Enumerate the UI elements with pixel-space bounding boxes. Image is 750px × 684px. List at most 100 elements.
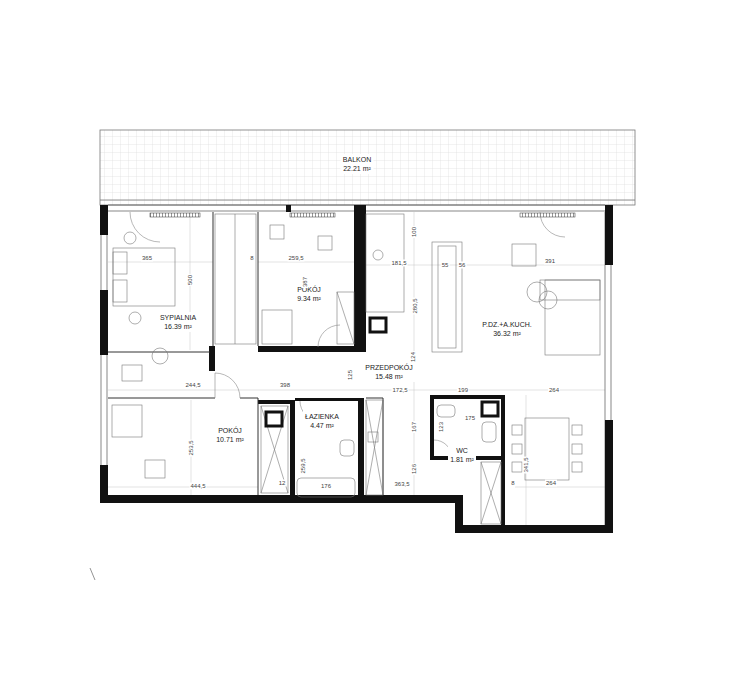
room-name: BALKON	[343, 155, 372, 164]
room-area: 10.71 m²	[216, 435, 244, 444]
dimension-label: 55	[441, 262, 450, 269]
thin-partitions	[258, 212, 259, 346]
furniture	[482, 422, 496, 442]
windows	[101, 205, 611, 530]
room-name: P.DZ.+A.KUCH.	[482, 320, 532, 329]
dimension-label: 8	[249, 255, 254, 262]
room-area: 16.39 m²	[160, 322, 197, 331]
dimension-label: 341,5	[523, 456, 530, 473]
room-label: SYPIALNIA16.39 m²	[158, 312, 199, 332]
radiators	[150, 213, 200, 217]
dimension-label: 175	[464, 415, 476, 422]
north-mark	[90, 568, 95, 580]
windows	[107, 212, 108, 500]
dimension-label: 259,5	[300, 457, 307, 474]
doors	[540, 212, 565, 237]
dimension-label: 363,5	[393, 481, 410, 488]
furniture	[512, 462, 522, 472]
closets	[261, 406, 288, 493]
walls	[209, 346, 215, 371]
shafts	[266, 318, 498, 426]
furniture	[572, 444, 582, 454]
room-label: BALKON22.21 m²	[341, 154, 374, 174]
walls	[383, 495, 455, 503]
furniture	[545, 280, 600, 355]
furniture	[512, 244, 536, 266]
thin-partitions	[213, 212, 214, 346]
dimension-label: 126	[411, 463, 418, 475]
thin-partitions	[108, 212, 383, 495]
room-name: PRZEDPOKÓJ	[365, 363, 413, 372]
walls	[295, 398, 360, 401]
dimension-label: 125	[347, 369, 354, 381]
furniture	[145, 460, 165, 478]
furniture	[113, 252, 127, 274]
furniture	[525, 418, 569, 480]
walls	[354, 205, 366, 352]
dimension-label: 500	[187, 274, 194, 286]
room-area: 15.48 m²	[365, 372, 413, 381]
dimension-label: 259,5	[287, 255, 304, 262]
closets	[261, 406, 288, 493]
closets	[366, 400, 383, 495]
dimension-label: 391	[544, 258, 556, 265]
dimension-lines	[515, 487, 605, 488]
walls	[430, 395, 434, 460]
room-label: P.DZ.+A.KUCH.36.32 m²	[480, 319, 534, 339]
walls	[605, 205, 613, 265]
dimension-label: 8	[510, 480, 515, 487]
shafts	[370, 318, 386, 332]
furniture	[572, 425, 582, 435]
furniture	[539, 291, 557, 309]
balcony	[100, 130, 635, 205]
room-area: 22.21 m²	[343, 164, 372, 173]
furniture	[112, 214, 600, 497]
closets	[481, 462, 501, 524]
furniture	[512, 425, 522, 435]
walls	[430, 395, 505, 399]
walls	[286, 205, 291, 212]
furniture	[572, 462, 582, 472]
furniture	[129, 312, 141, 324]
furniture	[373, 250, 383, 260]
furniture	[270, 225, 284, 239]
balcony	[100, 200, 635, 201]
walls	[501, 395, 505, 525]
walls	[258, 346, 366, 352]
closets	[481, 462, 501, 524]
room-label: WC1.81 m²	[448, 445, 476, 465]
shafts	[266, 412, 282, 426]
dimension-label: 199	[457, 387, 469, 394]
furniture	[318, 236, 332, 250]
furniture	[113, 280, 127, 302]
thin-partitions	[366, 398, 383, 399]
thin-partitions	[108, 398, 215, 399]
shafts	[482, 402, 498, 416]
walls	[100, 290, 108, 355]
walls	[100, 205, 613, 533]
room-name: SYPIALNIA	[160, 313, 197, 322]
room-name: POKÓJ	[216, 426, 244, 435]
room-label: PRZEDPOKÓJ15.48 m²	[363, 362, 415, 382]
furniture	[152, 348, 168, 364]
dimension-label: 280,5	[412, 297, 419, 314]
closets	[366, 400, 383, 495]
room-area: 9.34 m²	[297, 294, 321, 303]
closets	[215, 214, 501, 524]
thin-partitions	[258, 398, 259, 495]
windows	[101, 212, 102, 500]
thin-partitions	[240, 398, 258, 399]
room-label: POKÓJ9.34 m²	[295, 284, 323, 304]
dimension-label: 176	[320, 483, 332, 490]
furniture	[432, 242, 462, 352]
dimension-label: 167	[411, 421, 418, 433]
closets	[337, 292, 354, 344]
walls	[605, 420, 613, 532]
dimension-label: 264	[545, 480, 557, 487]
radiators	[290, 213, 335, 217]
doors	[130, 212, 565, 458]
dimension-label: 12	[278, 480, 287, 487]
walls	[100, 205, 108, 235]
